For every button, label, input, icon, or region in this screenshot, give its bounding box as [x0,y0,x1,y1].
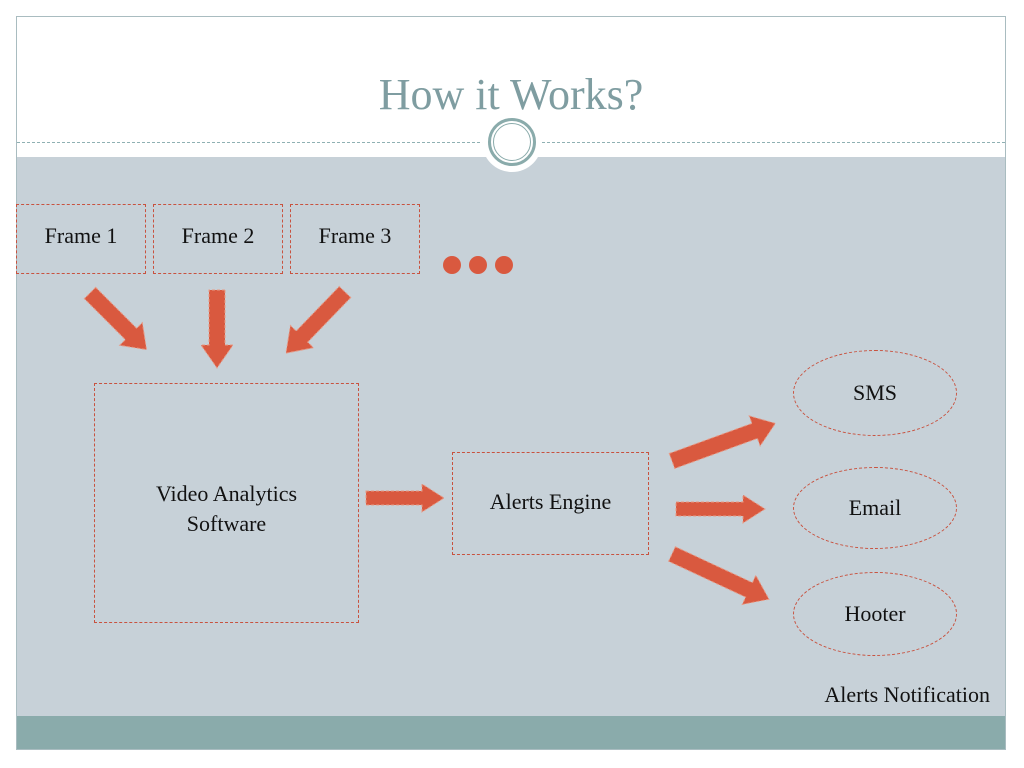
hooter-node: Hooter [793,572,957,656]
arrow-engine-to-hooter-icon [667,546,770,606]
alerts-engine-box: Alerts Engine [452,452,649,555]
sms-label: SMS [852,380,898,405]
ornament-inner-ring [493,123,531,161]
arrow-engine-to-sms-icon [668,415,777,470]
frame-3-label: Frame 3 [318,223,392,248]
footer-band [17,716,1005,749]
frame-2-label: Frame 2 [181,223,255,248]
video-analytics-box: Video Analytics Software [94,383,359,623]
frame-1-label: Frame 1 [44,223,118,248]
arrow-frame3-to-software-icon [285,285,352,354]
frame-2-box: Frame 2 [153,204,283,274]
video-analytics-label-line1: Video Analytics [155,481,298,506]
arrow-frame2-to-software-icon [200,289,234,369]
frame-3-box: Frame 3 [290,204,420,274]
arrow-software-to-engine-icon [365,483,445,513]
hooter-label: Hooter [844,601,906,626]
title-area: How it Works? [17,17,1005,157]
ellipsis-dot-icon [443,256,461,274]
email-label: Email [848,495,902,520]
circle-ornament-icon [482,112,542,172]
ornament-outer-ring [488,118,536,166]
ellipsis-dot-icon [495,256,513,274]
frame-1-box: Frame 1 [16,204,146,274]
alerts-engine-label: Alerts Engine [489,489,612,514]
arrow-frame1-to-software-icon [83,286,148,351]
sms-node: SMS [793,350,957,436]
ellipsis-dot-icon [469,256,487,274]
arrow-engine-to-email-icon [675,494,766,524]
slide-title: How it Works? [378,70,644,119]
email-node: Email [793,467,957,549]
video-analytics-label-line2: Software [186,511,267,536]
alerts-notification-caption: Alerts Notification [824,682,990,707]
